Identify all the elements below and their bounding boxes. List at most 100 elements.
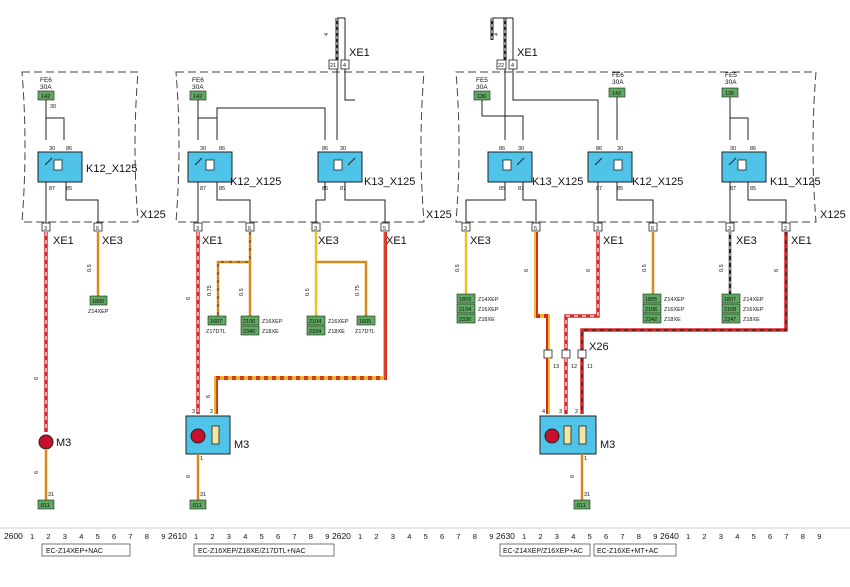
ref-label: Z14XEP <box>88 309 109 315</box>
ref-box <box>89 295 108 306</box>
relay-switch-icon <box>516 157 525 166</box>
fuse-name: FE6 <box>192 77 204 84</box>
relay-pin: 86 <box>219 146 225 152</box>
x125-label: X125 <box>426 209 452 221</box>
connector-pin <box>328 59 339 70</box>
connector-xe3: XE3 <box>470 235 491 247</box>
ruler-digit: 6 <box>768 532 772 541</box>
wire-size: 0.75 <box>207 285 213 296</box>
x125-label: X125 <box>820 209 846 221</box>
ruler-digit: 5 <box>260 532 264 541</box>
connector-xe3: XE3 <box>102 235 123 247</box>
pin-number: 6 <box>651 226 654 232</box>
pin-number: 1 <box>584 456 587 462</box>
x125-label: X125 <box>140 209 166 221</box>
ruler-digit: 8 <box>801 532 805 541</box>
wire-size: 6 <box>570 475 576 478</box>
motor-label: M3 <box>600 439 615 451</box>
wire-internal <box>315 182 326 224</box>
connector-xe1: XE1 <box>603 235 624 247</box>
wire-internal <box>747 182 787 224</box>
ref-code: 2340 <box>243 329 255 335</box>
relay-pin: 87 <box>518 186 524 192</box>
ruler-digit: 2 <box>374 532 378 541</box>
ruler-digit: 3 <box>227 532 231 541</box>
wire-internal <box>729 97 749 140</box>
relay-pin: 30 <box>49 146 55 152</box>
wire-internal <box>344 69 355 101</box>
pin-number: 21 <box>330 63 336 69</box>
ruler-digit: 9 <box>325 532 329 541</box>
section-middle: X125 4 21 4 XE1 FE6 30A 142 30 86 87 85 … <box>175 17 452 510</box>
relay-coil-icon <box>205 159 215 171</box>
relay-switch-icon <box>594 157 603 166</box>
ref-code: 2334 <box>309 329 321 335</box>
relay-pin: 85 <box>617 186 623 192</box>
ref-box <box>456 313 476 324</box>
fuse-name: FE5 <box>476 77 488 84</box>
ruler-digit: 1 <box>30 532 34 541</box>
pin-number: 3 <box>196 226 199 232</box>
wire-internal <box>465 182 506 224</box>
pin-number: 4 <box>343 63 346 69</box>
wire-internal <box>216 182 251 224</box>
connector-xe3: XE3 <box>736 235 757 247</box>
relay-pin: 86 <box>499 146 505 152</box>
ruler-start: 2610 <box>168 531 187 541</box>
motor-icon <box>190 428 206 444</box>
connector-xe3: XE3 <box>318 235 339 247</box>
ruler-start: 2600 <box>4 531 23 541</box>
pin-number: 6 <box>248 226 251 232</box>
section-left: X125 FE6 30A 142 30 30 86 87 85 K12_X125… <box>21 71 166 510</box>
relay-name: K13_X125 <box>364 176 415 188</box>
caption: EC-Z14XEP/Z16XEP+AC <box>503 548 583 555</box>
connector-pin <box>593 222 603 232</box>
ruler-digit: 7 <box>292 532 296 541</box>
ruler-digit: 1 <box>358 532 362 541</box>
wire-orange-stripe <box>217 232 251 316</box>
resistor-icon <box>563 425 572 445</box>
x125-boundary-right <box>455 71 817 223</box>
relay-pin: 87 <box>49 186 55 192</box>
pin-number: 1 <box>200 456 203 462</box>
caption: EC-Z16XE+MT+AC <box>597 548 658 555</box>
caption-box <box>193 543 335 557</box>
relay-pin: 86 <box>322 146 328 152</box>
connector-pin <box>543 349 553 359</box>
pin-number: 22 <box>498 63 504 69</box>
wire-size: 6 <box>586 269 592 272</box>
ref-box <box>207 315 227 326</box>
ruler-digit: 1 <box>522 532 526 541</box>
wire-size: 0.5 <box>642 264 648 272</box>
ref-box <box>356 315 376 326</box>
wire-internal <box>45 100 65 140</box>
ruler-digit: 7 <box>620 532 624 541</box>
fuse-name: FE5 <box>725 72 737 79</box>
wire-red-stripe <box>565 232 599 350</box>
relay-name: K11_X125 <box>770 176 821 188</box>
relay-pin: 30 <box>518 146 524 152</box>
motor-label: M3 <box>56 437 71 449</box>
wire-outline <box>215 232 386 414</box>
fuse-rating: 30A <box>476 84 488 91</box>
ref-code: 2106 <box>243 319 255 325</box>
relay-switch-icon <box>347 157 356 166</box>
wire-internal <box>198 117 218 140</box>
ground-box <box>189 499 207 510</box>
pin-number: 3 <box>314 226 317 232</box>
relay-pin: 87 <box>730 186 736 192</box>
wire-size: 0.5 <box>305 288 311 296</box>
ruler-digit: 2 <box>210 532 214 541</box>
ref-label: Z18XE <box>328 329 345 335</box>
wire-internal <box>512 69 599 140</box>
ruler-digit: 7 <box>784 532 788 541</box>
pin-number: 2 <box>575 409 578 415</box>
wire-size: 0.75 <box>355 285 361 296</box>
pin-number: 2 <box>784 226 787 232</box>
ref-box <box>240 325 260 336</box>
relay-switch-icon <box>728 157 737 166</box>
ruler-digit: 3 <box>719 532 723 541</box>
relay-switch-icon <box>44 157 53 166</box>
ref-box <box>456 303 476 314</box>
fuse-code: 142 <box>193 94 202 100</box>
